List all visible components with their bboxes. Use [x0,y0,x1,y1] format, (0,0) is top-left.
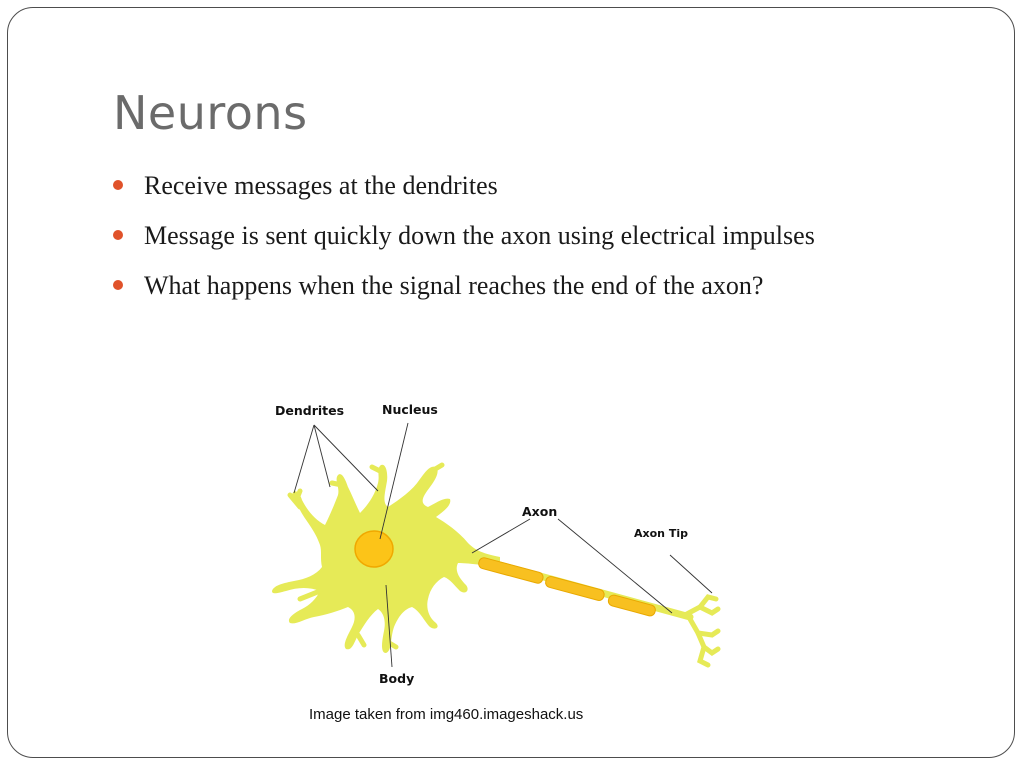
label-dendrites: Dendrites [275,403,344,418]
image-caption: Image taken from img460.imageshack.us [309,706,584,723]
label-body: Body [379,671,414,686]
axon-tip-shape [682,594,721,668]
bullet-text: Message is sent quickly down the axon us… [144,221,815,250]
axon-shape [474,555,694,621]
label-axon: Axon [522,504,557,519]
bullet-text: Receive messages at the dendrites [144,171,498,200]
bullet-dot-icon [113,180,123,190]
label-axon-tip: Axon Tip [634,527,688,540]
bullet-dot-icon [113,280,123,290]
slide-title: Neurons [113,86,308,140]
neuron-diagram: Dendrites Nucleus Axon Axon Tip Body [272,402,721,686]
bullet-dot-icon [113,230,123,240]
bullet-text: What happens when the signal reaches the… [144,271,764,300]
label-nucleus: Nucleus [382,402,438,417]
label-pointer-lines [293,422,713,668]
slide-frame [7,7,1015,758]
nucleus-shape [354,530,394,568]
